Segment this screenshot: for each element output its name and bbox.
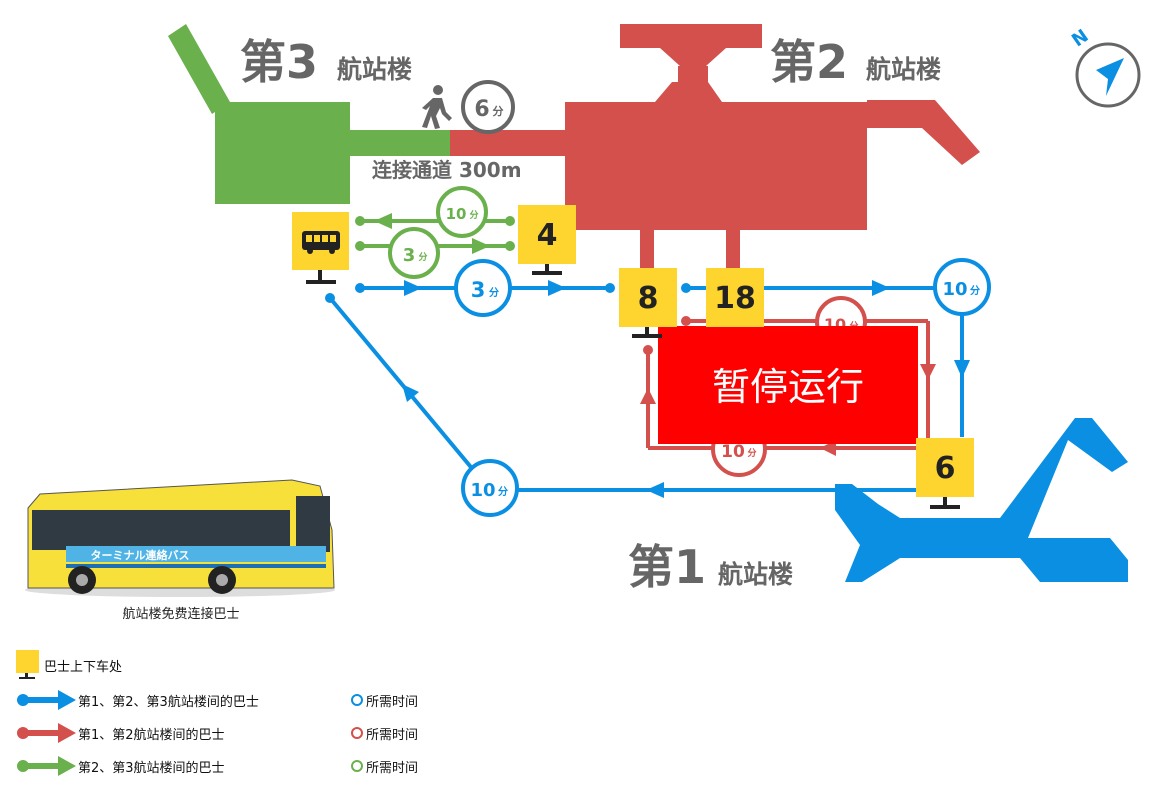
legend-green-time-icon	[351, 760, 363, 772]
green-top-unit: 分	[469, 209, 478, 221]
bus-stop-6-number: 6	[935, 451, 956, 486]
terminal-3-building	[168, 24, 450, 204]
terminal-3-suffix: 航站楼	[337, 55, 412, 84]
compass-north-label: N	[1068, 25, 1092, 51]
bus-stop-8	[619, 268, 677, 338]
blue-arrow	[402, 384, 419, 402]
legend-green-time-label: 所需时间	[366, 761, 419, 776]
blue-arrow	[872, 280, 890, 296]
compass-needle-icon	[1096, 58, 1124, 96]
blue-arrow	[646, 482, 664, 498]
legend-red-time-icon	[351, 727, 363, 739]
green-bottom-unit: 分	[418, 251, 427, 263]
red-route-dot	[681, 316, 691, 326]
green-route-dot	[355, 216, 365, 226]
blue-arrow	[404, 280, 422, 296]
green-top-time: 10	[446, 205, 467, 223]
red-arrow	[640, 388, 656, 404]
blue-time-badge-t1-t3	[461, 459, 519, 517]
bus-icon	[302, 231, 340, 254]
blue-arrow	[954, 360, 970, 378]
walkway-time-badge	[461, 80, 515, 134]
legend-red-marker	[17, 723, 76, 743]
legend-blue-label: 第1、第2、第3航站楼间的巴士	[78, 695, 259, 710]
walkway-label: 连接通道 300m	[372, 158, 522, 182]
green-arrow	[374, 213, 392, 229]
bus-stop-8-number: 8	[638, 281, 659, 316]
bus-photo-sign: ターミナル連絡バス	[91, 548, 190, 562]
terminal-2-building	[450, 24, 980, 272]
legend-stop-label: 巴士上下车处	[44, 660, 123, 675]
blue-time-badge-t3-t2	[454, 259, 512, 317]
blue-t1-t3-unit: 分	[498, 485, 508, 498]
green-time-badge-bottom	[388, 227, 440, 279]
legend-red-label: 第1、第2航站楼间的巴士	[78, 728, 225, 743]
green-time-badge-top	[436, 186, 488, 238]
bus-stop-6	[916, 438, 974, 509]
blue-route-dot	[325, 293, 335, 303]
legend-stop-marker	[16, 650, 39, 679]
blue-t1-t3-time: 10	[470, 480, 495, 501]
bus-stop-4-number: 4	[537, 218, 558, 253]
bus-photo-caption: 航站楼免费连接巴士	[122, 607, 240, 622]
blue-t3-t2-unit: 分	[489, 286, 499, 299]
legend-blue-marker	[17, 690, 76, 710]
green-route-dot	[355, 241, 365, 251]
walkway-time: 6	[474, 97, 489, 122]
bus-stop-t3	[292, 212, 349, 284]
green-route-dot	[505, 216, 515, 226]
terminal-3-number: 第3	[240, 35, 318, 89]
legend-blue-time-label: 所需时间	[366, 695, 419, 710]
red-route-dot	[643, 345, 653, 355]
blue-arrow	[548, 280, 566, 296]
red-bottom-time: 10	[721, 442, 745, 462]
bus-photo: ターミナル連絡バス	[25, 479, 335, 597]
red-bottom-unit: 分	[747, 447, 756, 459]
terminal-1-number: 第1	[628, 540, 706, 594]
terminal-1-suffix: 航站楼	[718, 560, 793, 589]
green-bottom-time: 3	[403, 245, 416, 266]
terminal-2-suffix: 航站楼	[866, 55, 941, 84]
bus-stop-4	[518, 205, 576, 275]
blue-route-dot	[681, 283, 691, 293]
terminal-2-number: 第2	[770, 35, 848, 89]
green-arrow	[472, 238, 490, 254]
legend-blue-time-icon	[351, 694, 363, 706]
legend-green-marker	[17, 756, 76, 776]
blue-t3-t2-time: 3	[471, 278, 486, 302]
compass: N	[1068, 25, 1141, 108]
green-route-dot	[505, 241, 515, 251]
blue-route-dot	[605, 283, 615, 293]
blue-route-dot	[355, 283, 365, 293]
blue-t2-t1-unit: 分	[970, 284, 980, 297]
red-arrow	[920, 364, 936, 380]
blue-t2-t1-time: 10	[942, 279, 967, 300]
suspended-banner	[658, 326, 918, 444]
suspended-label: 暂停运行	[712, 365, 864, 409]
bus-stop-18	[706, 268, 764, 327]
walker-icon	[422, 85, 452, 129]
bus-stop-18-number: 18	[714, 281, 756, 316]
legend-green-label: 第2、第3航站楼间的巴士	[78, 761, 225, 776]
terminal-1-building	[835, 418, 1128, 582]
walkway-time-unit: 分	[493, 104, 504, 118]
legend-red-time-label: 所需时间	[366, 728, 419, 743]
blue-time-badge-t2-t1	[933, 258, 991, 316]
